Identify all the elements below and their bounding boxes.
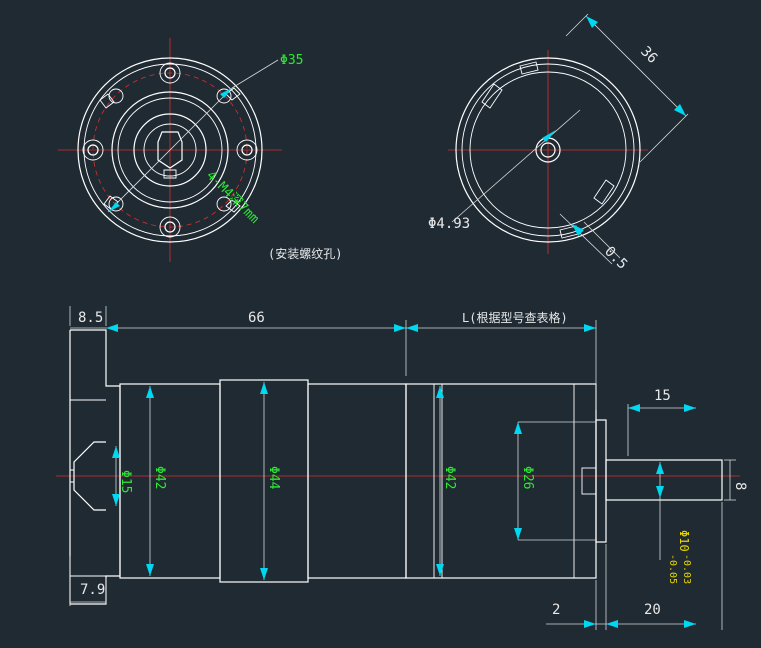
shaft-dia-label: Φ10 [677, 530, 691, 552]
front-hub-circle [133, 113, 207, 187]
dim-85-label: 8.5 [78, 310, 103, 326]
dim-arrow [628, 404, 640, 412]
vertical-dims [112, 382, 596, 580]
rear-dia493-line [451, 109, 581, 223]
dim-arrow [406, 324, 418, 332]
dim-arrow [606, 620, 618, 628]
rear-inner-circle-2 [469, 71, 627, 229]
front-face-inner [117, 97, 223, 203]
dim-arrow [394, 324, 406, 332]
front-dia35-arrow [220, 88, 232, 98]
rear-dim36-ext [639, 113, 689, 163]
dim-2-label: 2 [552, 602, 560, 618]
rear-slot [593, 179, 615, 205]
front-outer-inner-circle [83, 63, 257, 237]
front-slot [99, 93, 115, 109]
rear-dim36-line [585, 15, 687, 117]
front-dia35-label: Φ35 [280, 53, 303, 68]
dim-arrow [106, 324, 118, 332]
dim-arrow [656, 462, 664, 474]
rear-dim05-ext [583, 221, 621, 259]
front-mount-holes [82, 62, 258, 238]
rear-dia493-arrow [542, 130, 556, 142]
dim-arrow [656, 486, 664, 498]
rear-dim05-arrow [572, 224, 584, 236]
side-output-shaft [69, 469, 74, 483]
front-slot [225, 199, 241, 213]
rear-dim05-label: 0.5 [601, 244, 630, 273]
dia-42-right-label: Φ42 [442, 466, 457, 489]
rear-outer-circle [455, 57, 641, 243]
side-output-boss [73, 441, 106, 511]
front-outer-circle [77, 57, 263, 243]
rear-inner-circle [461, 63, 635, 237]
front-mount-hole-note: (安装螺纹孔) [268, 246, 342, 261]
front-bolt-circle [92, 72, 248, 228]
dim-arrow [684, 404, 696, 412]
dim-8-label: 8 [732, 482, 748, 490]
side-flange-lines [70, 399, 106, 577]
rear-tab [519, 61, 539, 75]
shaft-tol-lower: -0.05 [667, 554, 678, 584]
front-shaft [157, 131, 183, 169]
dim-15-label: 15 [654, 388, 671, 404]
side-endcap-tab [581, 467, 597, 495]
front-view: Φ35 4-M4深7mm (安装螺纹孔) [58, 38, 342, 262]
dim-L-label: L(根据型号查表格) [462, 310, 568, 325]
dim-20-label: 20 [644, 602, 661, 618]
rear-view: 36 Φ4.93 0.5 [428, 13, 689, 273]
rear-slot [481, 83, 503, 109]
front-dia35-arrow [108, 202, 120, 212]
dim-66-label: 66 [248, 310, 265, 326]
rear-dim36-arrow [674, 104, 686, 116]
dim-arrow [584, 620, 596, 628]
front-dia35-line [107, 87, 233, 213]
dia-15-label: Φ15 [118, 470, 133, 493]
dim-79-label: 7.9 [80, 582, 105, 598]
dim-arrow [684, 620, 696, 628]
front-slot [225, 87, 241, 101]
front-hub-inner [143, 123, 197, 177]
shaft-tol-upper: -0.03 [681, 554, 692, 584]
dia-42-left-label: Φ42 [152, 466, 167, 489]
front-dia35-leader [231, 59, 279, 89]
front-key [163, 169, 177, 179]
dia-44-label: Φ44 [266, 466, 281, 490]
front-face-circle [111, 91, 229, 209]
rear-dim36-label: 36 [637, 44, 660, 67]
side-endcap [595, 419, 607, 543]
rear-dim05-line [559, 213, 613, 265]
dia-26-label: Φ26 [520, 466, 535, 489]
side-body [307, 383, 407, 579]
rear-dim36-arrow [586, 16, 598, 28]
dim-arrow [584, 324, 596, 332]
side-motor [405, 383, 597, 579]
rear-dim36-ext [565, 13, 589, 37]
side-view: 8.5 66 L(根据型号查表格) 15 8 Φ10 -0.03 -0.05 7… [56, 306, 748, 630]
rear-shaft [540, 142, 556, 158]
side-flange [70, 329, 121, 605]
rear-dia493-label: Φ4.93 [428, 216, 470, 232]
side-gearbox [119, 383, 221, 579]
side-rear-shaft [605, 459, 723, 501]
